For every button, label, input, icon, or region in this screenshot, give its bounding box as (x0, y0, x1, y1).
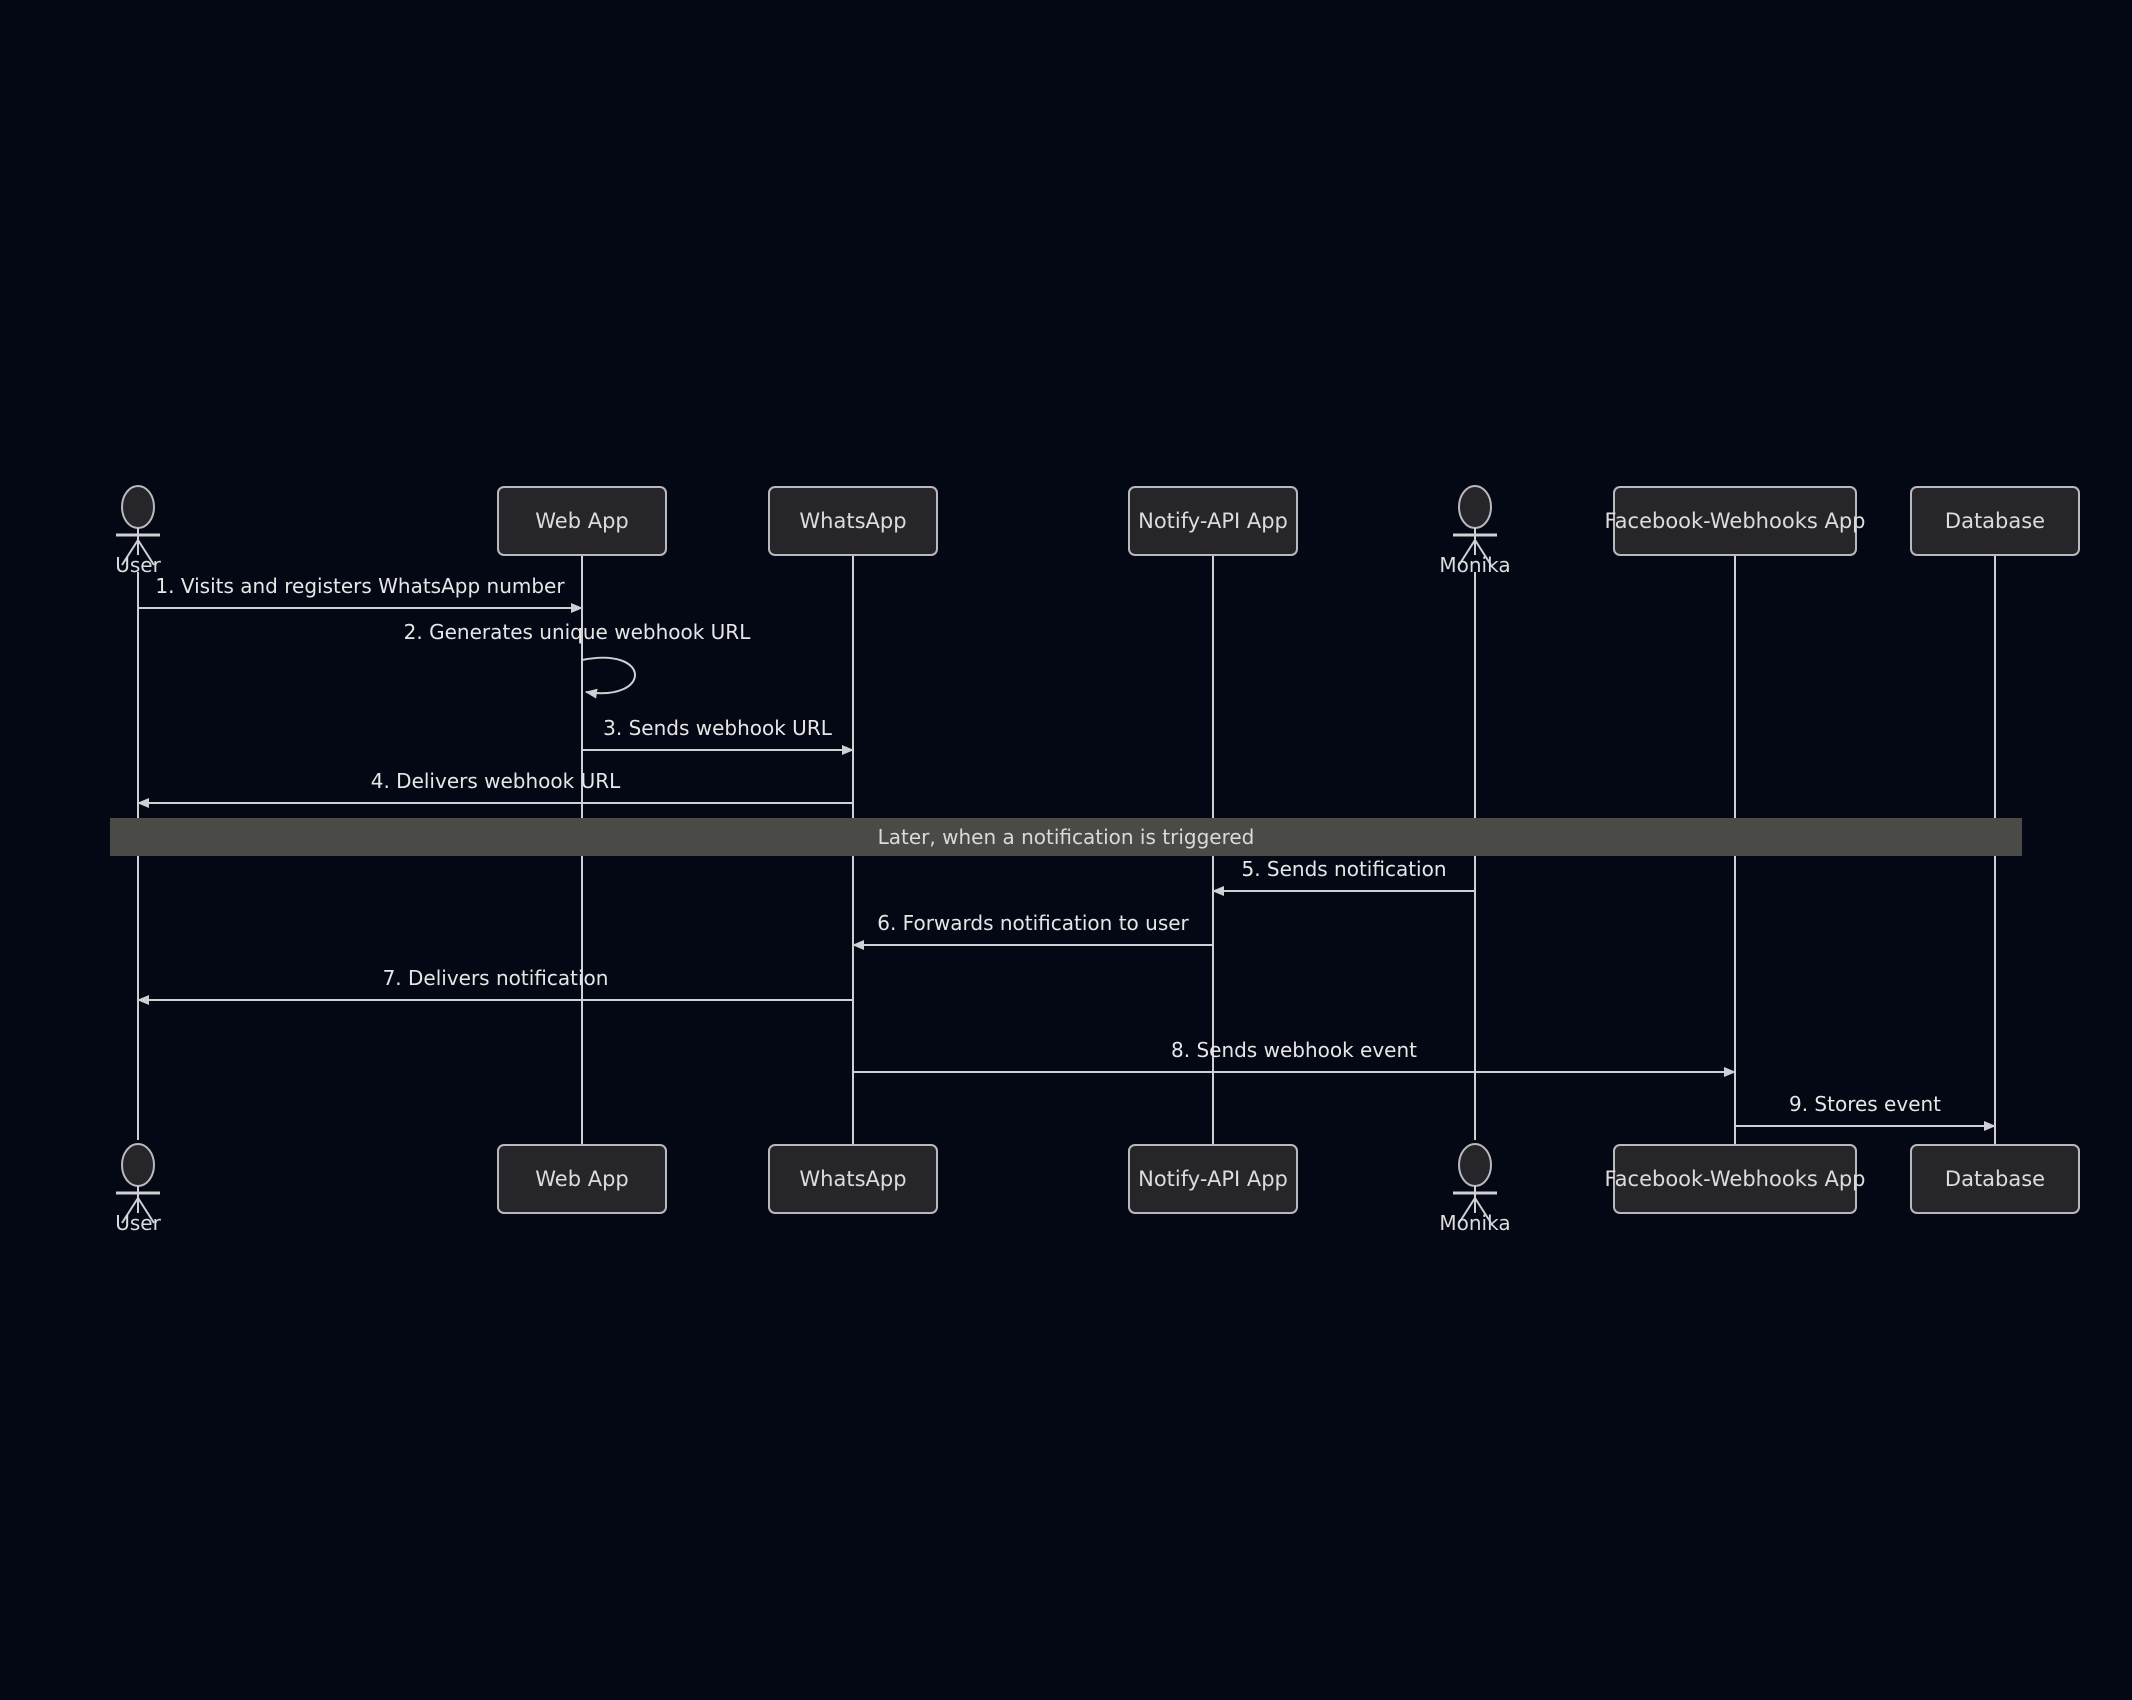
actor-head-icon (1458, 485, 1492, 529)
actor-leg-left-icon (121, 539, 139, 566)
actor-leg-left-icon (1458, 539, 1476, 566)
participant-box-facebook-top[interactable] (1613, 486, 1857, 556)
message-2-self-path (581, 656, 636, 699)
actor-leg-right-icon (137, 539, 155, 566)
participant-box-whatsapp-top[interactable] (768, 486, 938, 556)
actor-figure-monika-top[interactable] (1453, 485, 1497, 566)
actor-leg-right-icon (1474, 539, 1492, 566)
actor-head-icon (121, 1143, 155, 1187)
participant-box-database-top[interactable] (1910, 486, 2080, 556)
participant-box-notify-top[interactable] (1128, 486, 1298, 556)
participant-box-facebook-bottom[interactable] (1613, 1144, 1857, 1214)
participant-head-shapes (116, 485, 2080, 1224)
actor-leg-right-icon (1474, 1197, 1492, 1224)
message-arrows-group (137, 603, 1996, 1131)
participant-box-webapp-top[interactable] (497, 486, 667, 556)
actor-leg-left-icon (1458, 1197, 1476, 1224)
actor-figure-user-bottom[interactable] (116, 1143, 160, 1224)
actor-figure-monika-bottom[interactable] (1453, 1143, 1497, 1224)
participant-box-notify-bottom[interactable] (1128, 1144, 1298, 1214)
message-2-self-loop (581, 656, 636, 699)
note-band-shape (110, 818, 2022, 856)
note-band (110, 818, 2022, 856)
actor-head-icon (1458, 1143, 1492, 1187)
participant-box-webapp-bottom[interactable] (497, 1144, 667, 1214)
actor-leg-left-icon (121, 1197, 139, 1224)
participant-box-whatsapp-bottom[interactable] (768, 1144, 938, 1214)
actor-figure-user-top[interactable] (116, 485, 160, 566)
participant-box-database-bottom[interactable] (1910, 1144, 2080, 1214)
actor-leg-right-icon (137, 1197, 155, 1224)
actor-head-icon (121, 485, 155, 529)
